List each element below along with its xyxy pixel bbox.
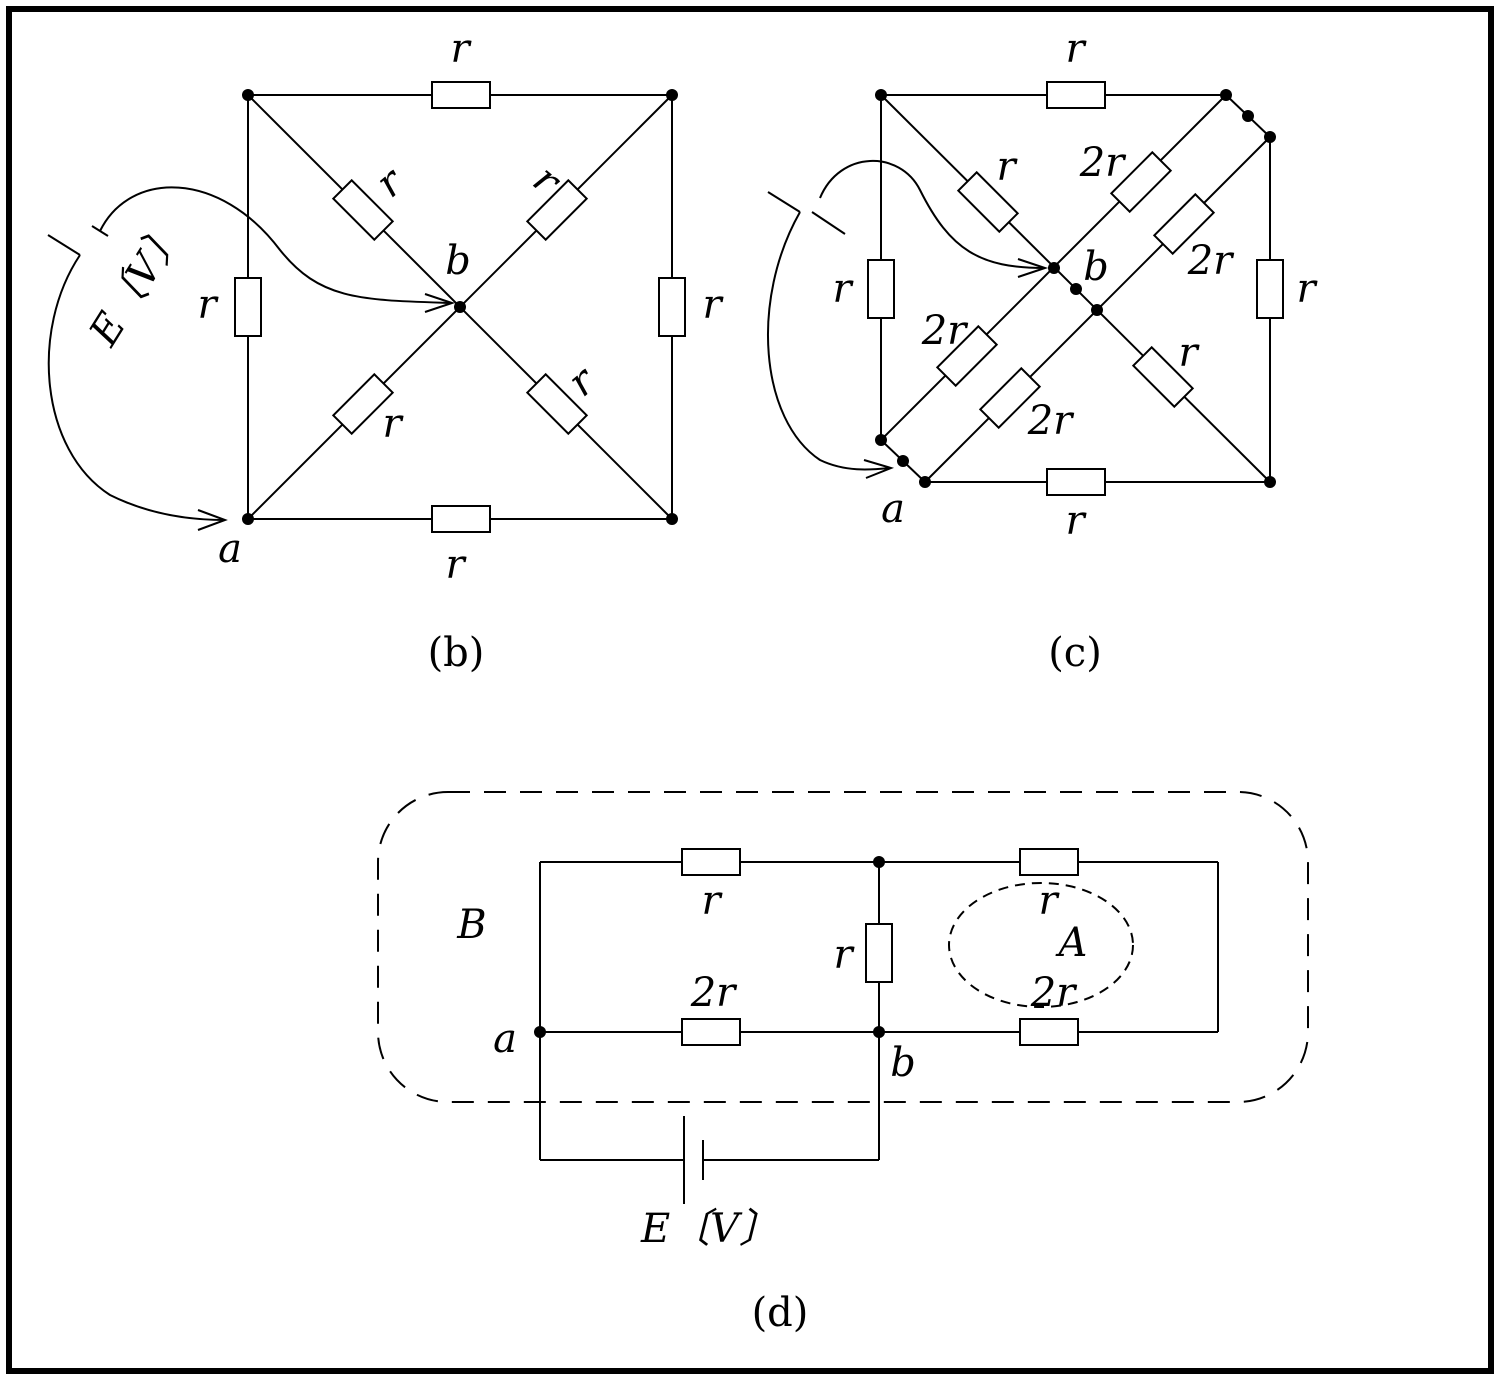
resistor-c-2r-upper-b <box>1152 192 1216 256</box>
resistor-c-2r-upper-a <box>1109 150 1173 214</box>
region-b-outline <box>377 791 1309 1103</box>
label-c-2r-2: 2r <box>1187 238 1235 284</box>
caption-d: (d) <box>752 1290 809 1336</box>
label-b-right-r: r <box>702 282 724 328</box>
resistor-c-top <box>1046 81 1106 109</box>
resistor-b-diag-tr <box>525 178 589 242</box>
label-c-2r-1: 2r <box>1079 140 1127 186</box>
resistor-c-2r-lower-b <box>978 366 1042 430</box>
resistor-d-bottom-left <box>681 1018 741 1046</box>
label-c-diag-tl-r: r <box>996 144 1018 190</box>
resistor-b-diag-br <box>525 372 589 436</box>
figure-b: r r r r r r r r b a E〔V〕 (b) <box>47 26 724 676</box>
resistor-d-middle <box>865 923 893 983</box>
caption-c: (c) <box>1048 630 1102 676</box>
resistor-c-left <box>867 259 895 319</box>
resistor-b-left <box>234 277 262 337</box>
label-d-bottom-left-2r: 2r <box>690 970 738 1016</box>
resistor-c-diag-br <box>1131 345 1195 409</box>
label-c-node-b: b <box>1083 244 1109 290</box>
resistor-b-bottom <box>431 505 491 533</box>
label-b-diag-bl-r: r <box>382 401 404 447</box>
label-c-left-r: r <box>832 266 854 312</box>
figure-c: r r r r r r 2r 2r 2r 2r b a (c) <box>767 26 1318 676</box>
label-b-node-a: a <box>218 526 242 572</box>
label-d-region-a: A <box>1055 920 1088 966</box>
label-c-diag-br-r: r <box>1178 330 1200 376</box>
region-a-outline <box>948 882 1134 1008</box>
resistor-c-bottom <box>1046 468 1106 496</box>
label-b-source: E〔V〕 <box>80 212 193 354</box>
resistor-c-diag-tl <box>956 170 1020 234</box>
label-d-source: E〔V〕 <box>640 1206 779 1252</box>
resistor-d-top-left <box>681 848 741 876</box>
caption-b: (b) <box>428 630 485 676</box>
label-c-top-r: r <box>1065 26 1087 72</box>
figure-d: r r r 2r 2r a b A B E〔V〕 (d) <box>377 791 1309 1336</box>
label-d-region-b: B <box>456 902 486 948</box>
label-b-bottom-r: r <box>445 542 467 588</box>
label-d-bottom-right-2r: 2r <box>1030 970 1078 1016</box>
resistor-b-right <box>658 277 686 337</box>
label-b-top-r: r <box>450 26 472 72</box>
label-c-right-r: r <box>1296 266 1318 312</box>
resistor-b-diag-bl <box>331 372 395 436</box>
resistor-c-right <box>1256 259 1284 319</box>
label-c-bottom-r: r <box>1065 498 1087 544</box>
label-b-diag-tl-r: r <box>368 157 414 206</box>
label-c-2r-3: 2r <box>921 308 969 354</box>
label-b-left-r: r <box>197 282 219 328</box>
resistor-d-bottom-right <box>1019 1018 1079 1046</box>
resistor-b-diag-tl <box>331 178 395 242</box>
outer-border <box>6 6 1494 1374</box>
label-d-node-a: a <box>493 1016 517 1062</box>
label-d-middle-r: r <box>833 932 855 978</box>
label-c-2r-4: 2r <box>1027 398 1075 444</box>
resistor-b-top <box>431 81 491 109</box>
label-d-top-left-r: r <box>701 878 723 924</box>
label-d-top-right-r: r <box>1038 878 1060 924</box>
resistor-c-2r-lower-a <box>935 324 999 388</box>
resistor-d-top-right <box>1019 848 1079 876</box>
label-b-node-b: b <box>445 238 471 284</box>
label-c-node-a: a <box>881 486 905 532</box>
label-d-node-b: b <box>890 1040 916 1086</box>
